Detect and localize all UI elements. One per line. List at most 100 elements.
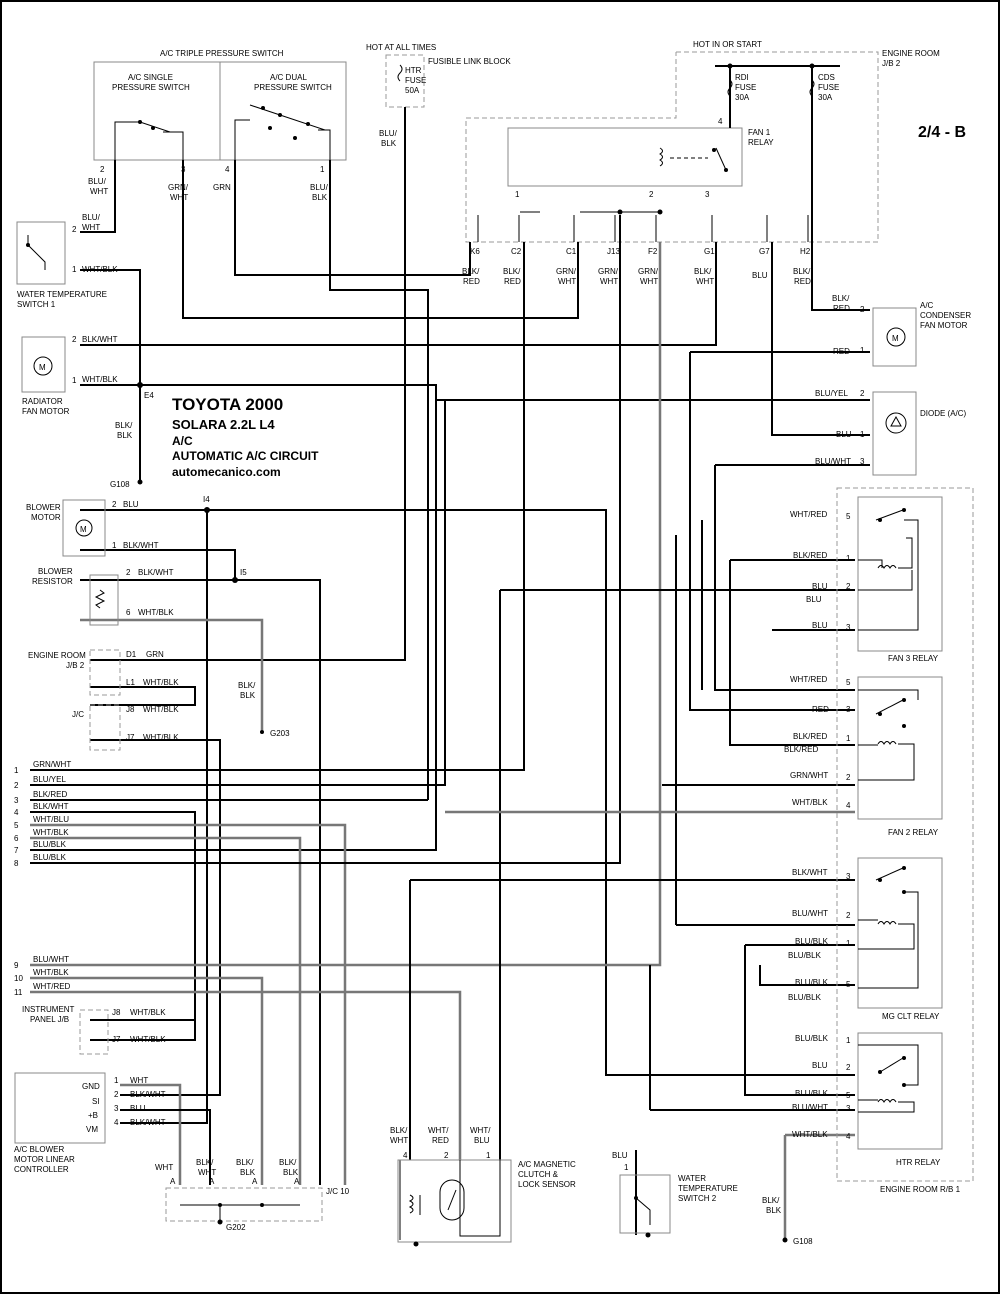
svg-text:WHT: WHT	[696, 277, 714, 286]
svg-text:BLK/WHT: BLK/WHT	[130, 1118, 166, 1127]
svg-text:2: 2	[846, 582, 851, 591]
svg-text:PRESSURE SWITCH: PRESSURE SWITCH	[112, 83, 190, 92]
svg-text:BLK: BLK	[117, 431, 133, 440]
harness-line-color: WHT/BLU	[33, 815, 69, 824]
svg-text:FUSE: FUSE	[405, 76, 426, 85]
harness-line-number: 9	[14, 961, 19, 970]
svg-text:SWITCH 2: SWITCH 2	[678, 1194, 717, 1203]
svg-text:DIODE (A/C): DIODE (A/C)	[920, 409, 967, 418]
svg-text:BLU/: BLU/	[310, 183, 329, 192]
svg-text:WHT/BLK: WHT/BLK	[143, 678, 179, 687]
svg-text:J/C 10: J/C 10	[326, 1187, 350, 1196]
blower-motor: M 21 BLU BLK/WHT BLOWER MOTOR	[26, 499, 159, 557]
svg-text:BLK/RED: BLK/RED	[784, 745, 818, 754]
htr-relay: BLU/BLK BLU BLU/BLK BLU/WHT WHT/BLK 1253…	[792, 1032, 943, 1167]
svg-text:SI: SI	[92, 1097, 100, 1106]
svg-text:G203: G203	[270, 729, 290, 738]
svg-text:5: 5	[846, 980, 851, 989]
svg-text:BLU/: BLU/	[82, 213, 101, 222]
svg-text:HOT AT ALL TIMES: HOT AT ALL TIMES	[366, 43, 436, 52]
svg-text:J7: J7	[112, 1035, 121, 1044]
svg-text:BLK/: BLK/	[115, 421, 133, 430]
svg-text:CONTROLLER: CONTROLLER	[14, 1165, 69, 1174]
svg-text:BLK/: BLK/	[793, 267, 811, 276]
svg-text:LOCK SENSOR: LOCK SENSOR	[518, 1180, 576, 1189]
diode-ac: BLU/YEL BLU BLU/WHT 213 DIODE (A/C)	[815, 389, 967, 476]
svg-text:A/C MAGNETIC: A/C MAGNETIC	[518, 1160, 576, 1169]
harness-line-color: BLU/WHT	[33, 955, 69, 964]
condenser-fan-motor: BLK/RED 21 RED M A/C CONDENSER FAN MOTOR	[832, 294, 971, 367]
svg-text:2: 2	[860, 305, 865, 314]
svg-text:GRN: GRN	[213, 183, 231, 192]
harness-line-number: 3	[14, 796, 19, 805]
svg-text:BLU: BLU	[812, 582, 828, 591]
svg-text:HTR RELAY: HTR RELAY	[896, 1158, 941, 1167]
htr-fuse: HOT AT ALL TIMES FUSIBLE LINK BLOCK HTR …	[366, 43, 511, 108]
harness-line-number: 10	[14, 974, 23, 983]
svg-text:RDI: RDI	[735, 73, 749, 82]
radiator-fan-motor: M 21 BLK/WHT WHT/BLK RADIATOR FAN MOTOR	[21, 335, 118, 416]
svg-text:WHT: WHT	[130, 1076, 148, 1085]
harness-line-number: 1	[14, 766, 19, 775]
svg-text:G108: G108	[793, 1237, 813, 1246]
title-circuit: AUTOMATIC A/C CIRCUIT	[172, 449, 319, 463]
harness-lines: 1GRN/WHT2BLU/YEL3BLK/RED4BLK/WHT5WHT/BLU…	[14, 760, 71, 997]
svg-text:A/C: A/C	[920, 301, 934, 310]
svg-text:BLK: BLK	[312, 193, 328, 202]
svg-text:1: 1	[846, 939, 851, 948]
svg-text:J8: J8	[126, 705, 135, 714]
svg-text:J8: J8	[112, 1008, 121, 1017]
svg-text:BLU/: BLU/	[379, 129, 398, 138]
svg-text:3: 3	[846, 705, 851, 714]
svg-text:3: 3	[705, 190, 710, 199]
svg-text:BLK/WHT: BLK/WHT	[130, 1090, 166, 1099]
svg-text:A: A	[252, 1177, 258, 1186]
svg-text:1: 1	[72, 376, 77, 385]
svg-text:2: 2	[114, 1090, 119, 1099]
svg-text:BLOWER: BLOWER	[26, 503, 61, 512]
harness-line-number: 8	[14, 859, 19, 868]
svg-text:RED: RED	[463, 277, 480, 286]
svg-text:RADIATOR: RADIATOR	[22, 397, 63, 406]
svg-text:BLU: BLU	[812, 621, 828, 630]
svg-text:BLU: BLU	[812, 1061, 828, 1070]
connector-label: G1	[704, 247, 715, 256]
svg-text:MOTOR LINEAR: MOTOR LINEAR	[14, 1155, 75, 1164]
svg-text:BLU: BLU	[612, 1151, 628, 1160]
svg-text:BLU: BLU	[123, 500, 139, 509]
svg-text:WHT: WHT	[198, 1168, 216, 1177]
svg-text:1: 1	[860, 346, 865, 355]
wires	[30, 66, 870, 1240]
svg-text:4: 4	[718, 117, 723, 126]
svg-text:+B: +B	[88, 1111, 98, 1120]
svg-text:WHT/BLK: WHT/BLK	[792, 798, 828, 807]
mg-clt-relay: BLK/WHT BLU/WHT BLU/BLK BLU/BLK BLU/BLK …	[788, 857, 943, 1021]
engine-room-rb1: ENGINE ROOM R/B 1	[836, 487, 974, 1194]
svg-text:4: 4	[225, 165, 230, 174]
svg-text:BLK: BLK	[283, 1168, 299, 1177]
svg-text:WHT/BLK: WHT/BLK	[143, 705, 179, 714]
svg-text:D1: D1	[126, 650, 137, 659]
svg-text:2: 2	[860, 389, 865, 398]
svg-text:2: 2	[112, 500, 117, 509]
water-temp-switch-2: BLU 1 WATER TEMPERATURE SWITCH 2	[612, 1151, 738, 1238]
svg-text:BLU/WHT: BLU/WHT	[792, 1103, 828, 1112]
svg-text:BLK: BLK	[240, 1168, 256, 1177]
svg-text:5: 5	[846, 678, 851, 687]
svg-text:WHT/BLK: WHT/BLK	[792, 1130, 828, 1139]
svg-text:4: 4	[846, 1132, 851, 1141]
svg-text:BLOWER: BLOWER	[38, 567, 73, 576]
svg-text:FAN MOTOR: FAN MOTOR	[22, 407, 70, 416]
connector-label: F2	[648, 247, 658, 256]
harness-line-color: BLK/WHT	[33, 802, 69, 811]
svg-text:L1: L1	[126, 678, 135, 687]
svg-text:BLK/WHT: BLK/WHT	[82, 335, 118, 344]
svg-text:G202: G202	[226, 1223, 246, 1232]
svg-text:BLK/: BLK/	[832, 294, 850, 303]
svg-text:2: 2	[444, 1151, 449, 1160]
svg-text:BLU: BLU	[836, 430, 852, 439]
svg-text:WHT/: WHT/	[428, 1126, 449, 1135]
svg-text:BLU: BLU	[806, 595, 822, 604]
